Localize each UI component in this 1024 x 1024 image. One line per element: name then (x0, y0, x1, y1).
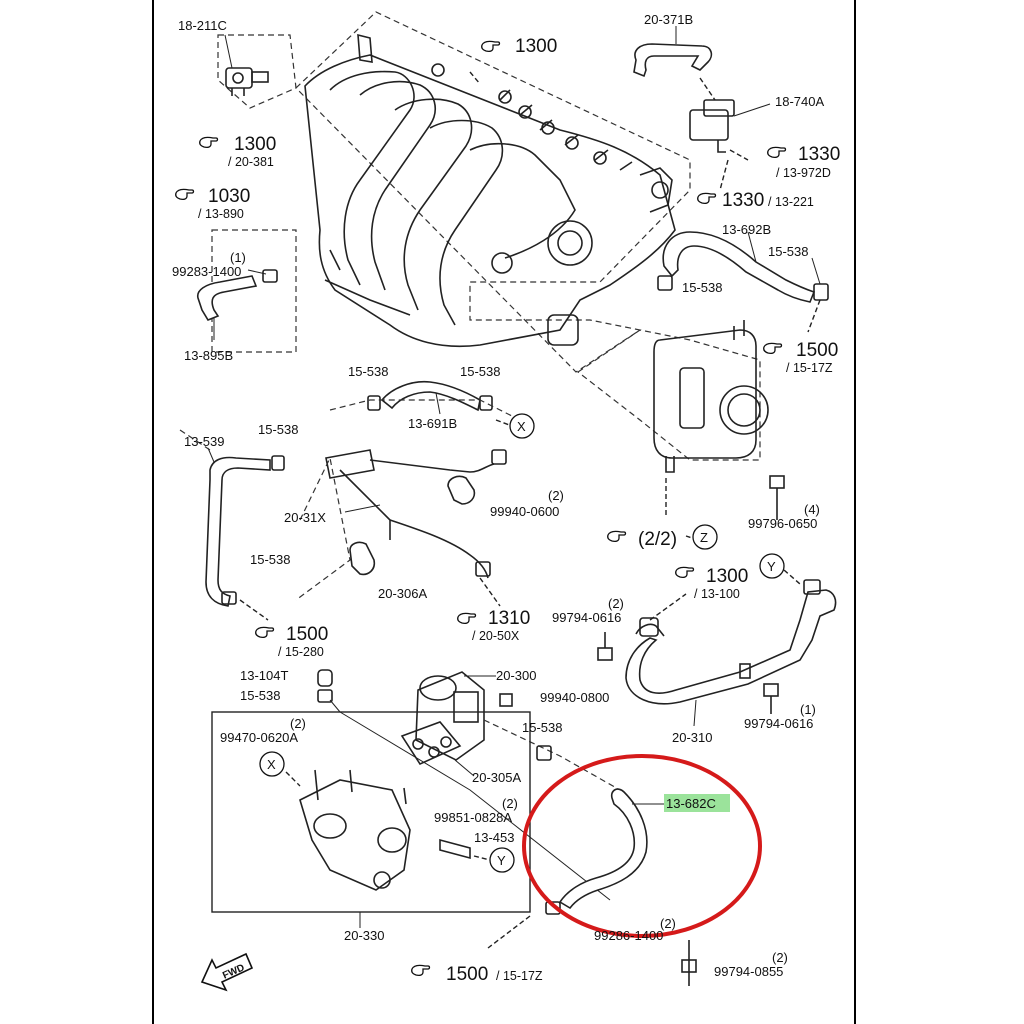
ref-2-2: (2/2) (638, 529, 677, 550)
label-18-740a: 18-740A (775, 94, 824, 109)
label-99794-0855: 99794-0855 (714, 964, 783, 979)
bolts (317, 475, 785, 986)
label-15-538-h: 15-538 (522, 720, 562, 735)
label-13-453: 13-453 (474, 830, 514, 845)
label-2-b: (2) (608, 596, 624, 611)
ref-20-50x: / 20-50X (472, 629, 520, 643)
label-20-310: 20-310 (672, 730, 712, 745)
label-2-a: (2) (548, 488, 564, 503)
ref-1500-b: 1500 (286, 624, 328, 645)
label-99940-0800: 99940-0800 (540, 690, 609, 705)
callout-y-bottom: Y (497, 853, 506, 868)
ref-20-381: / 20-381 (228, 155, 274, 169)
hose-13-691b (329, 380, 521, 421)
label-4: (4) (804, 502, 820, 517)
callout-z: Z (700, 530, 708, 545)
egr-valve-20-300 (400, 671, 621, 791)
hose-13-682c (545, 788, 664, 915)
housing-20-330 (211, 699, 611, 928)
ref-1300-b: 1300 (706, 566, 748, 587)
label-15-538-b: 15-538 (682, 280, 722, 295)
intake-manifold (295, 11, 691, 373)
label-20-300: 20-300 (496, 668, 536, 683)
callout-x-bottom: X (267, 757, 276, 772)
label-2-e: (2) (660, 916, 676, 931)
label-15-538-g: 15-538 (240, 688, 280, 703)
label-99796-0650: 99796-0650 (748, 516, 817, 531)
ref-1500-c: 1500 (446, 964, 488, 985)
ref-1310: 1310 (488, 608, 530, 629)
label-1-b: (1) (800, 702, 816, 717)
label-1-a: (1) (230, 250, 246, 265)
label-13-692b: 13-692B (722, 222, 771, 237)
flow-arrows (239, 71, 821, 949)
label-20-31x: 20-31X (284, 510, 326, 525)
egr-pipe-20-31x (295, 449, 507, 601)
callout-x-top: X (517, 419, 526, 434)
ref-13-221: / 13-221 (768, 195, 814, 209)
label-2-d: (2) (502, 796, 518, 811)
ref-13-972d: / 13-972D (776, 166, 831, 180)
part-labels: 18-211C 1300 20-371B 18-740A 1300 / 20-3… (172, 12, 840, 985)
label-highlight (664, 794, 730, 812)
label-2-f: (2) (772, 950, 788, 965)
ref-15-17z-a: / 15-17Z (786, 361, 833, 375)
ref-13-890: / 13-890 (198, 207, 244, 221)
hose-13-539 (179, 429, 285, 607)
label-99286-1400: 99286-1400 (594, 928, 663, 943)
ref-15-17z-c: / 15-17Z (496, 969, 543, 983)
ref-1300-top: 1300 (515, 36, 557, 57)
ref-1500-a: 1500 (796, 340, 838, 361)
ref-1030: 1030 (208, 186, 250, 207)
label-15-538-f: 15-538 (250, 552, 290, 567)
label-13-682c: 13-682C (666, 796, 716, 811)
label-99283-1400: 99283-1400 (172, 264, 241, 279)
label-15-538-d: 15-538 (460, 364, 500, 379)
label-20-330: 20-330 (344, 928, 384, 943)
label-99794-0616-b: 99794-0616 (744, 716, 813, 731)
label-15-538-a: 15-538 (768, 244, 808, 259)
water-pipe-20-310 (625, 579, 837, 727)
label-20-305a: 20-305A (472, 770, 521, 785)
ref-1300-left: 1300 (234, 134, 276, 155)
label-13-539: 13-539 (184, 434, 224, 449)
fwd-arrow-icon: FWD (200, 952, 254, 992)
hose-13-895b (196, 229, 297, 353)
label-99794-0616-a: 99794-0616 (552, 610, 621, 625)
ref-1330-a: 1330 (798, 144, 840, 165)
label-15-538-c: 15-538 (348, 364, 388, 379)
hose-20-371b (633, 26, 713, 78)
label-20-371b: 20-371B (644, 12, 693, 27)
label-13-895b: 13-895B (184, 348, 233, 363)
ref-1330-b: 1330 (722, 190, 764, 211)
sensor-18-211c (217, 34, 297, 109)
callout-circles (259, 413, 785, 873)
label-99940-0600: 99940-0600 (490, 504, 559, 519)
label-99470-0620a: 99470-0620A (220, 730, 298, 745)
label-18-211c: 18-211C (178, 18, 227, 33)
solenoid-18-740a (689, 77, 771, 153)
ref-13-100: / 13-100 (694, 587, 740, 601)
callout-y-top: Y (767, 559, 776, 574)
label-2-c: (2) (290, 716, 306, 731)
label-15-538-e: 15-538 (258, 422, 298, 437)
ref-15-280: / 15-280 (278, 645, 324, 659)
label-99851-0828a: 99851-0828A (434, 810, 512, 825)
hose-13-692b (657, 231, 829, 303)
highlight-circle (522, 754, 762, 938)
label-13-691b: 13-691B (408, 416, 457, 431)
throttle-body (576, 320, 769, 473)
label-13-104t: 13-104T (240, 668, 288, 683)
label-20-306a: 20-306A (378, 586, 427, 601)
